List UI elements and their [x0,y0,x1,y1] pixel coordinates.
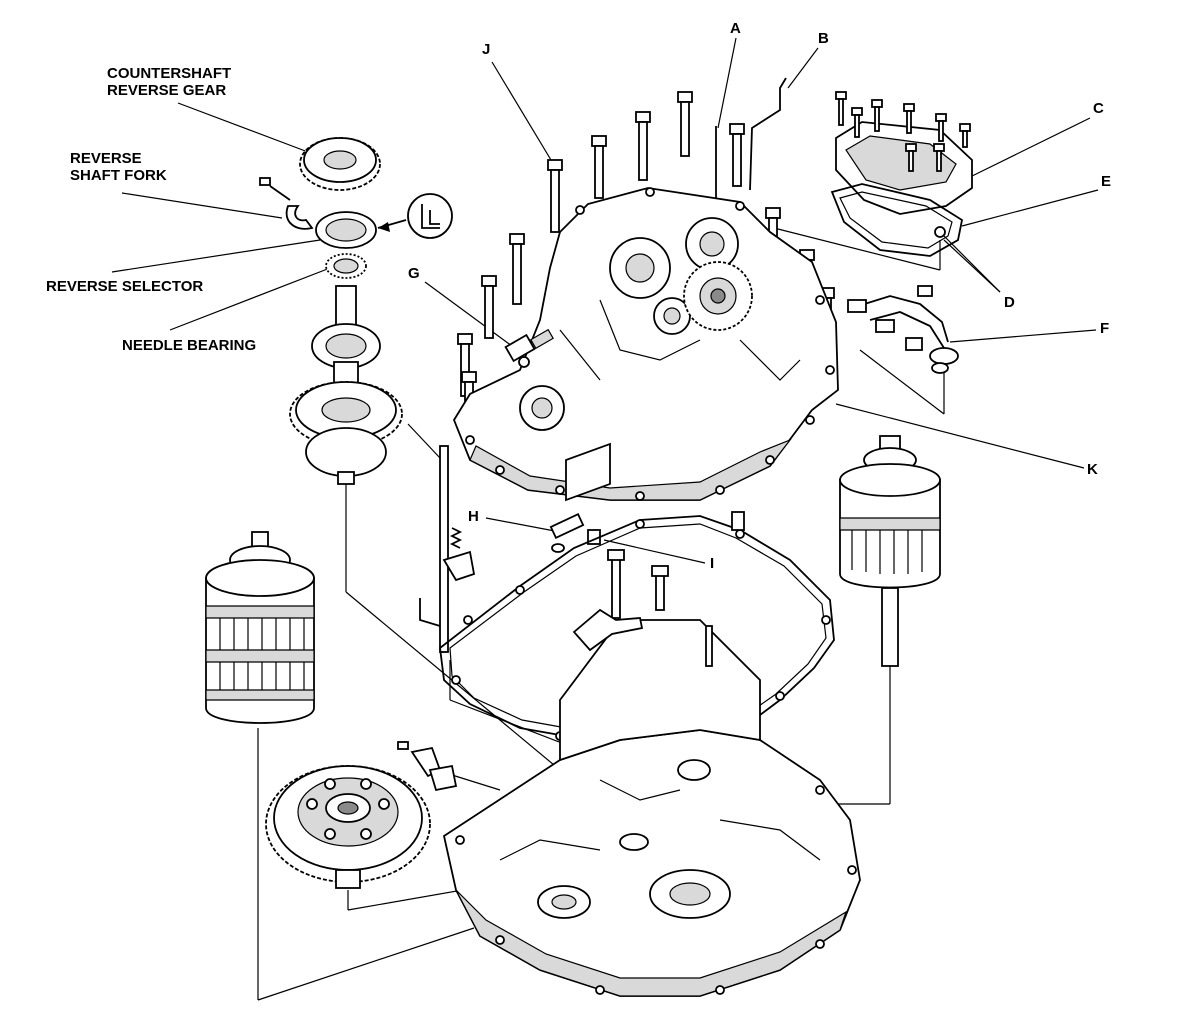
mainshaft-right-assembly [839,435,941,667]
label-c: C [1093,100,1104,117]
mainshaft-assembly [205,531,315,724]
label-h: H [468,508,479,525]
label-i: I [710,555,714,572]
differential-assembly [265,765,431,889]
label-countershaft-reverse-gear-2: REVERSE GEAR [107,82,226,99]
label-f: F [1100,320,1109,337]
label-reverse-selector: REVERSE SELECTOR [46,278,203,295]
label-k: K [1087,461,1098,478]
needle-bearing [325,253,367,279]
countershaft-reverse-gear [299,137,381,191]
label-reverse-shaft-fork-2: SHAFT FORK [70,167,167,184]
torque-lube-symbol-icon [377,193,453,239]
sensor-h [549,513,585,553]
label-needle-bearing: NEEDLE BEARING [122,337,256,354]
shift-shaft [419,445,476,653]
end-cover-c [835,91,973,215]
label-e: E [1101,173,1111,190]
leader-lines [111,37,1099,1001]
label-countershaft-reverse-gear-1: COUNTERSHAFT [107,65,231,82]
bracket-small [397,741,458,792]
reverse-shaft-fork [259,177,314,230]
label-b: B [818,30,829,47]
reverse-selector [315,211,377,249]
transmission-case-upper [452,187,839,501]
label-d: D [1004,294,1015,311]
gasket-e [830,183,964,257]
sensor-g [504,328,554,368]
label-j: J [482,41,490,58]
part-labels: A B C E D F K J G H I COUNTERSHAFT REVER… [46,20,1111,572]
transmission-housing-lower [442,442,861,997]
label-reverse-shaft-fork-1: REVERSE [70,150,142,167]
label-a: A [730,20,741,37]
countershaft-assembly [289,285,403,485]
label-g: G [408,265,420,282]
wire-harness-f [847,285,959,374]
